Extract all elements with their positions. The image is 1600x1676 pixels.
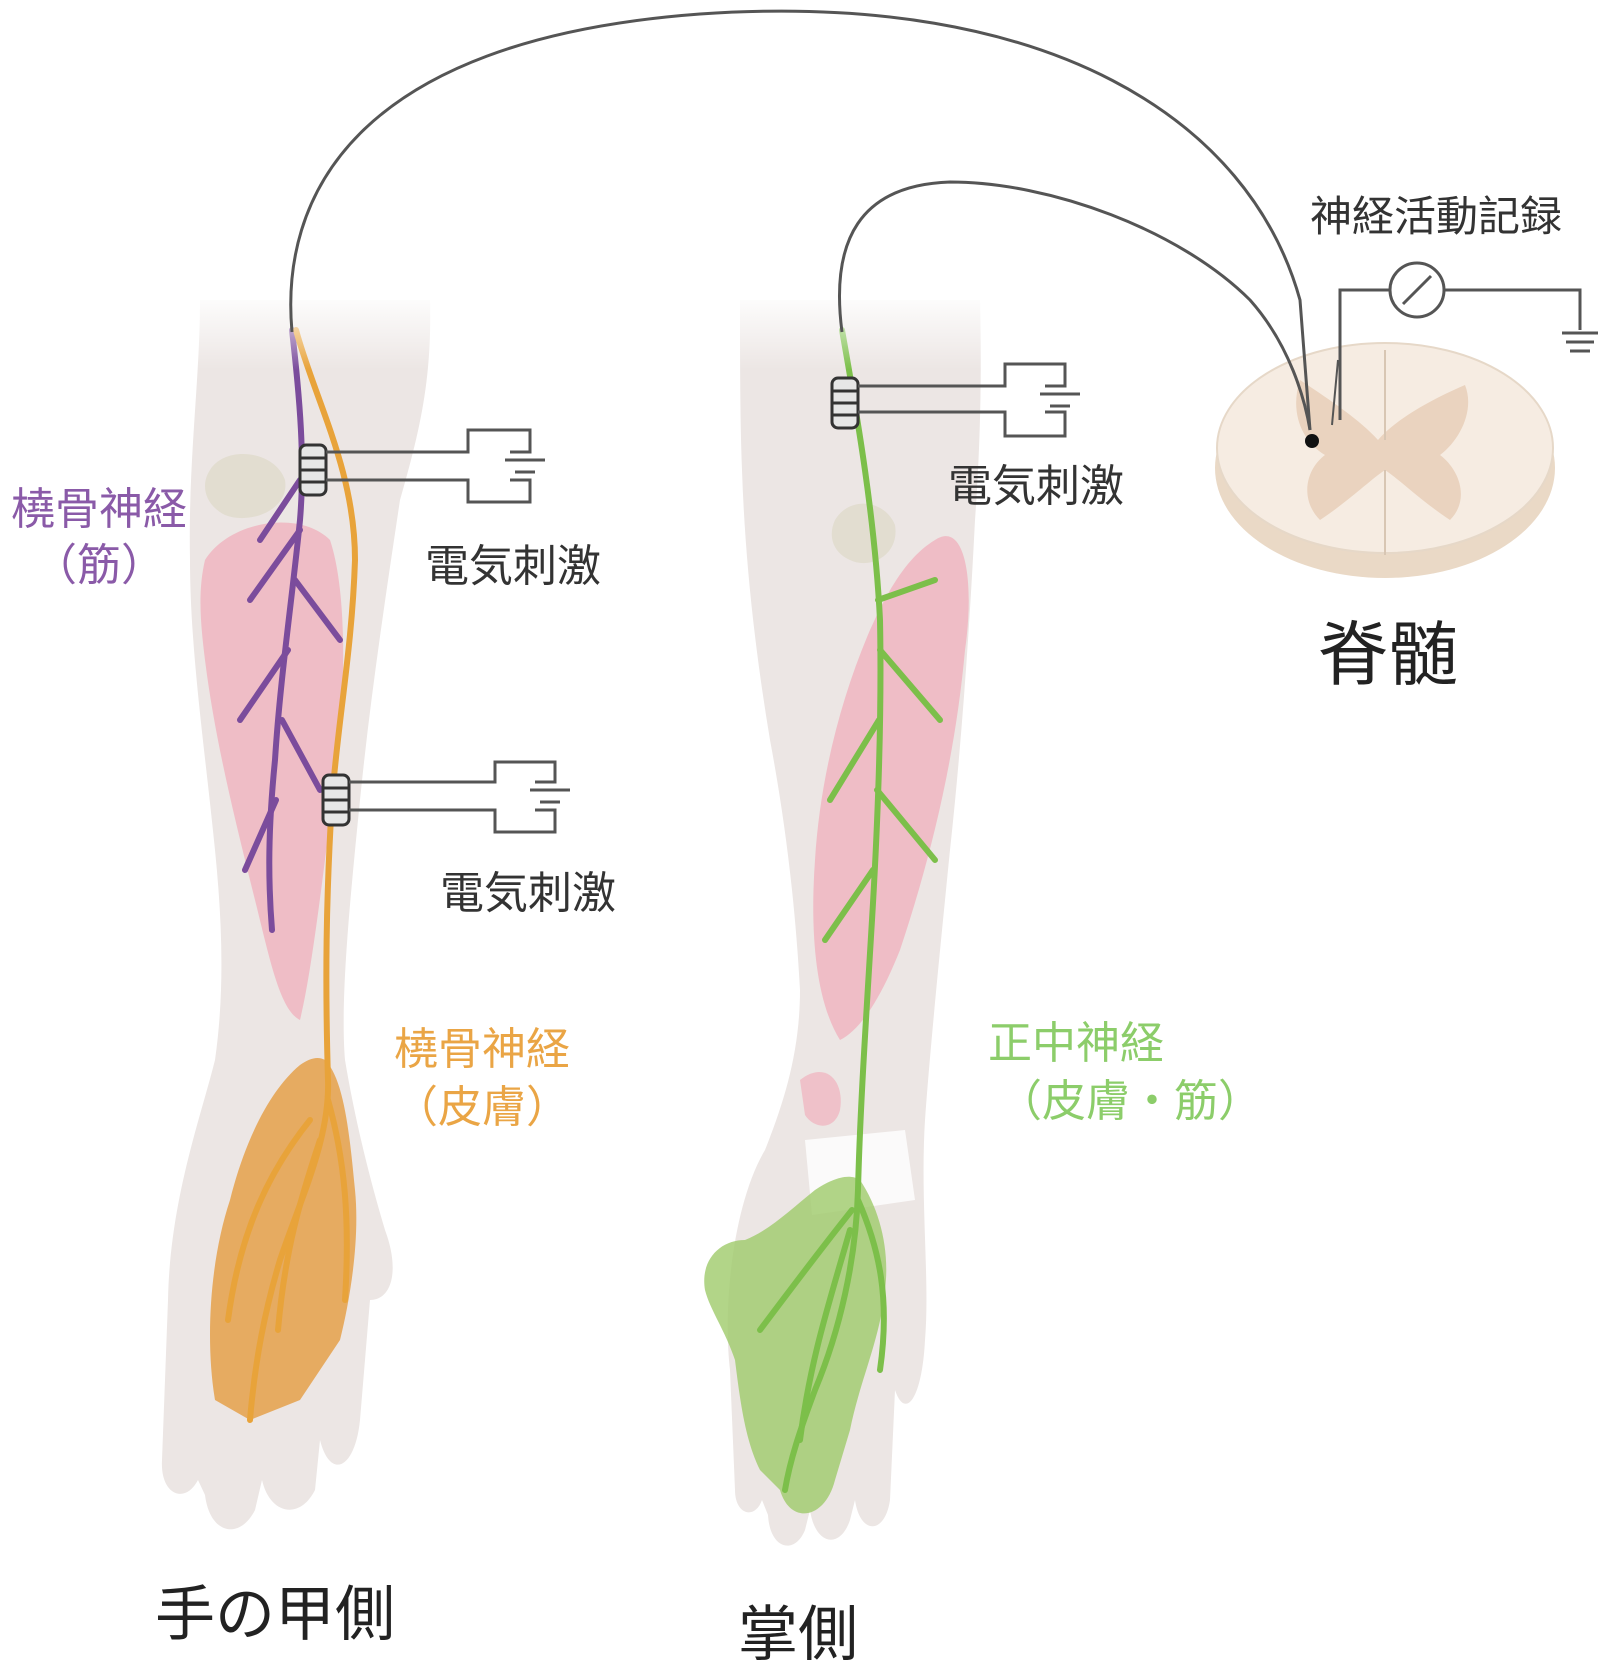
right-palm-muscle <box>800 1071 841 1126</box>
wire-left-arm-to-cord <box>289 9 1312 431</box>
meter-needle <box>1401 274 1433 306</box>
radial-muscle-label-line1: 橈骨神経 <box>11 484 187 535</box>
radial-skin-nerve-label: 橈骨神経 （皮膚） <box>372 1028 592 1130</box>
radial-muscle-nerve-label: 橈骨神経 （筋） <box>4 488 194 588</box>
stimulation-label-2: 電気刺激 <box>440 868 616 919</box>
electrode-2 <box>321 760 570 834</box>
spinal-cord-label: 脊髄 <box>1318 614 1458 696</box>
recording-label: 神経活動記録 <box>1310 192 1563 241</box>
right-arm-top-fade <box>710 290 1010 370</box>
electrode-1 <box>298 428 545 504</box>
median-label-line2: （皮膚・筋） <box>998 1076 1262 1127</box>
median-label-line1: 正中神経 <box>988 1018 1164 1069</box>
electrode-3 <box>830 362 1080 438</box>
radial-muscle-label-line2: （筋） <box>33 540 165 591</box>
back-of-hand-label: 手の甲側 <box>155 1580 395 1650</box>
wires <box>289 9 1598 431</box>
radial-skin-label-line2: （皮膚） <box>394 1082 570 1133</box>
radial-skin-label-line1: 橈骨神経 <box>394 1024 570 1075</box>
stimulator-icon <box>858 362 1080 438</box>
left-arm-top-fade <box>170 290 460 370</box>
left-wrist-bone <box>205 453 286 519</box>
stimulator-icon <box>326 428 545 504</box>
spinal-cord <box>1215 342 1555 578</box>
wire-right-arm-to-cord <box>838 180 1312 431</box>
stimulation-label-1: 電気刺激 <box>425 541 601 592</box>
right-arm <box>704 290 1010 1546</box>
median-nerve <box>757 327 943 1493</box>
left-arm <box>161 290 460 1530</box>
radial-muscle-nerve <box>237 327 343 933</box>
radial-skin-nerve <box>225 327 359 1423</box>
right-wrist-bone <box>831 503 896 564</box>
stimulator-icon <box>349 760 570 834</box>
right-arm-muscle <box>813 536 969 1040</box>
recording-circuit <box>1331 261 1598 426</box>
palm-side-label: 掌側 <box>738 1600 858 1670</box>
recording-site-dot <box>1305 434 1319 448</box>
stimulation-label-3: 電気刺激 <box>948 461 1124 512</box>
median-nerve-label: 正中神経 （皮膚・筋） <box>980 1022 1280 1124</box>
